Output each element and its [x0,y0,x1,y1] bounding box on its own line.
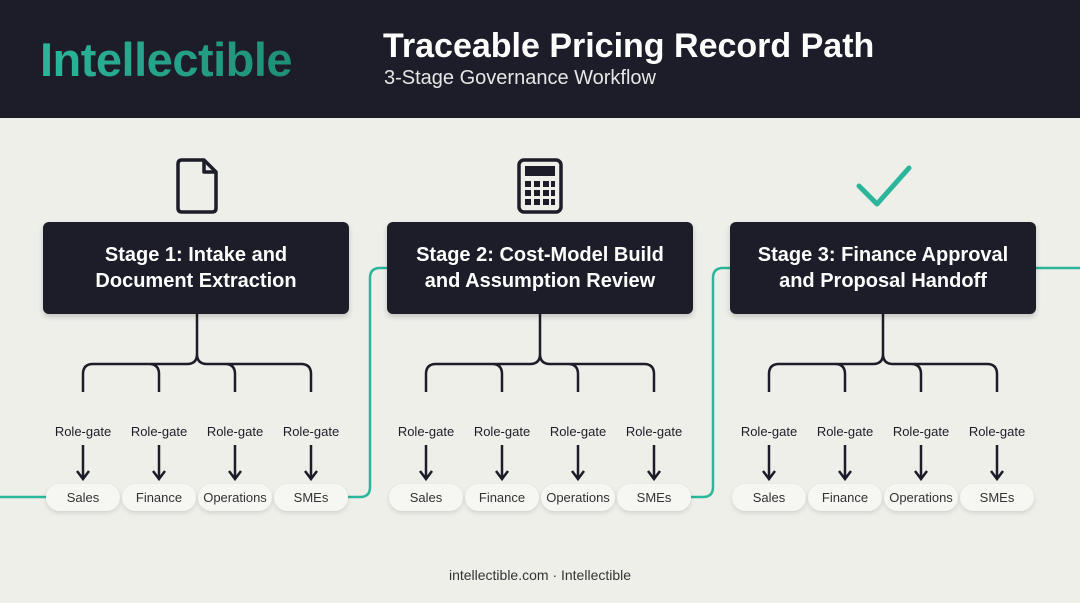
down-arrow-icon [647,445,661,482]
role-pill-finance: Finance [465,484,539,511]
brand-logo: Intellectible [40,30,293,90]
stage-1-branch-lines [81,314,313,392]
role-pill-smes: SMEs [274,484,348,511]
role-gate-label: Role-gate [892,424,950,439]
calculator-icon [517,158,563,214]
role-pill-smes: SMEs [960,484,1034,511]
role-gate-label: Role-gate [54,424,112,439]
role-gate-label: Role-gate [816,424,874,439]
role-pill-operations: Operations [541,484,615,511]
role-gate-label: Role-gate [397,424,455,439]
role-gate-label: Role-gate [130,424,188,439]
footer-text: intellectible.com · Intellectible [448,567,632,583]
down-arrow-icon [228,445,242,482]
stage-3-branch-lines [767,314,999,392]
checkmark-icon [856,165,912,207]
stage-2-branch-lines [424,314,656,392]
role-gate-label: Role-gate [206,424,264,439]
document-icon [176,158,218,214]
role-gate-label: Role-gate [549,424,607,439]
stage-1-box: Stage 1: Intake and Document Extraction [43,222,349,314]
page-subtitle: 3-Stage Governance Workflow [384,67,656,89]
header-bar: Intellectible Traceable Pricing Record P… [0,0,1080,118]
down-arrow-icon [762,445,776,482]
role-pill-finance: Finance [122,484,196,511]
role-pill-operations: Operations [198,484,272,511]
flow-line-2-3 [684,266,731,499]
role-gate-label: Role-gate [740,424,798,439]
down-arrow-icon [419,445,433,482]
role-pill-sales: Sales [46,484,120,511]
down-arrow-icon [571,445,585,482]
stage-3-box: Stage 3: Finance Approval and Proposal H… [730,222,1036,314]
role-pill-sales: Sales [389,484,463,511]
down-arrow-icon [76,445,90,482]
down-arrow-icon [495,445,509,482]
role-pill-operations: Operations [884,484,958,511]
down-arrow-icon [304,445,318,482]
stage-1-label: Stage 1: Intake and Document Extraction [95,244,297,292]
down-arrow-icon [990,445,1004,482]
role-gate-label: Role-gate [282,424,340,439]
role-gate-label: Role-gate [473,424,531,439]
role-gate-label: Role-gate [968,424,1026,439]
down-arrow-icon [838,445,852,482]
stage-3-label: Stage 3: Finance Approval and Proposal H… [757,244,1009,292]
down-arrow-icon [152,445,166,482]
stage-2-label: Stage 2: Cost-Model Build and Assumption… [416,244,664,292]
stage-2-box: Stage 2: Cost-Model Build and Assumption… [387,222,693,314]
page-title: Traceable Pricing Record Path [383,27,875,65]
role-pill-sales: Sales [732,484,806,511]
role-pill-finance: Finance [808,484,882,511]
down-arrow-icon [914,445,928,482]
role-gate-label: Role-gate [625,424,683,439]
role-pill-smes: SMEs [617,484,691,511]
flow-line-1-2 [341,266,388,499]
